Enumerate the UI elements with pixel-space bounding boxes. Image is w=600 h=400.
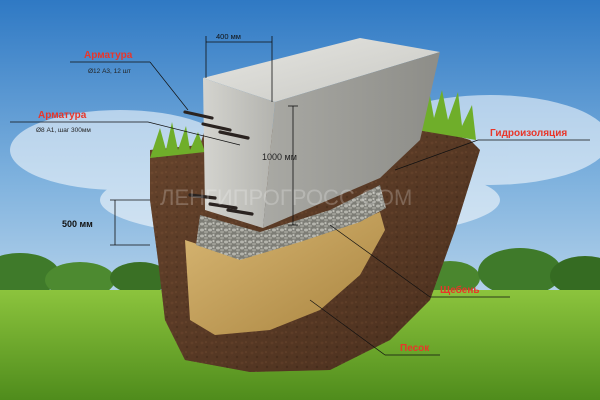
width-dimension-label: 400 мм bbox=[216, 32, 241, 41]
concrete-side-face bbox=[263, 52, 440, 228]
sand-layer bbox=[185, 212, 385, 335]
height-dimension-label: 1000 мм bbox=[262, 152, 297, 162]
concrete-top-face bbox=[203, 38, 440, 102]
dimension-lines bbox=[110, 36, 298, 246]
gravel-label: Щебень bbox=[440, 284, 480, 296]
rebar-top-label: Арматура bbox=[84, 50, 133, 61]
depth-dimension-label: 500 мм bbox=[62, 219, 93, 229]
leader-lines bbox=[10, 61, 590, 356]
watermark: ЛЕНГИПРОГРОСС.COM bbox=[160, 185, 412, 210]
sand-label: Песок bbox=[400, 343, 430, 354]
waterproofing-label: Гидроизоляция bbox=[490, 128, 567, 139]
rebar-ends bbox=[183, 110, 254, 216]
rebar-side-label: Арматура bbox=[38, 110, 87, 121]
rebar-top-spec: Ø12 А3, 12 шт bbox=[88, 68, 131, 75]
gravel-layer bbox=[196, 185, 386, 260]
concrete-end-face bbox=[203, 78, 275, 228]
rebar-side-spec: Ø8 А1, шаг 300мм bbox=[36, 127, 91, 134]
